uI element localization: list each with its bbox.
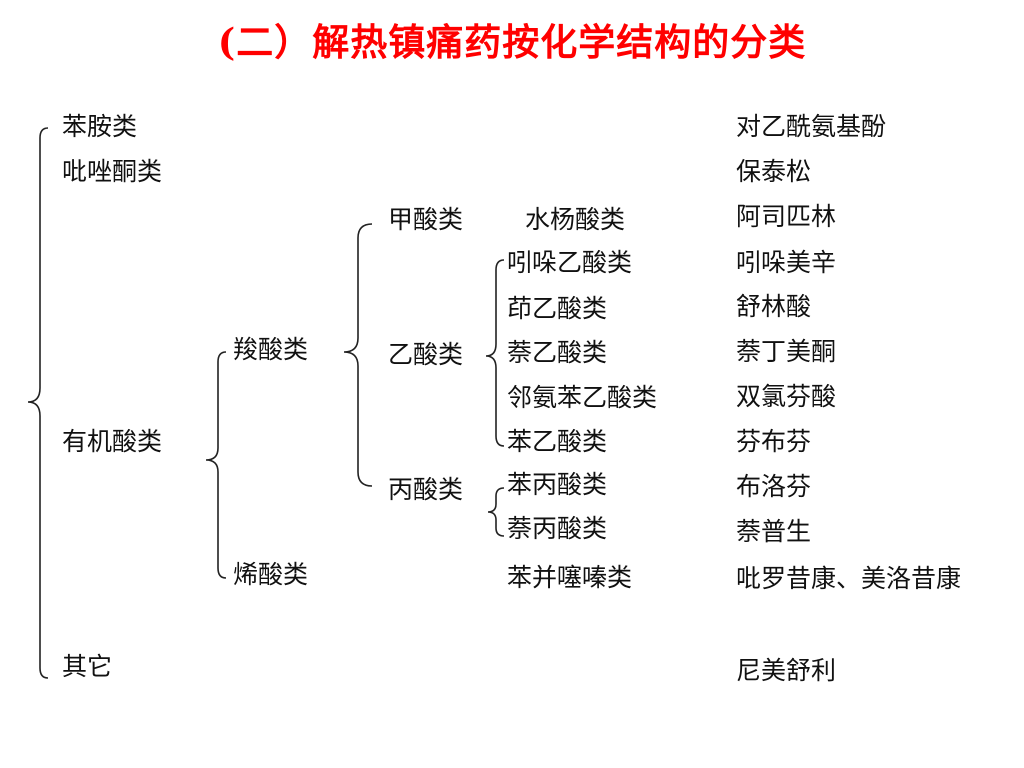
- drug-naproxen: 萘普生: [736, 517, 812, 546]
- drug-ibuprofen: 布洛芬: [736, 472, 812, 501]
- brace-propionic: [487, 487, 505, 537]
- drug-diclofenac: 双氯芬酸: [736, 382, 837, 411]
- drug-indomethacin: 吲哚美辛: [736, 248, 837, 277]
- class-organic-acid: 有机酸类: [62, 427, 163, 456]
- class-naphthylpropionic: 萘丙酸类: [507, 514, 608, 543]
- class-benzothiazine: 苯并噻嗪类: [507, 563, 633, 592]
- class-formic: 甲酸类: [388, 205, 464, 234]
- drug-nabumetone: 萘丁美酮: [736, 337, 837, 366]
- class-carboxylic: 羧酸类: [233, 335, 309, 364]
- class-naphthyl-acetic: 萘乙酸类: [507, 338, 608, 367]
- drug-aspirin: 阿司匹林: [736, 202, 837, 231]
- brace-organic-acid: [205, 351, 227, 579]
- class-anthranilic-acetic: 邻氨苯乙酸类: [507, 383, 658, 412]
- drug-nimesulide: 尼美舒利: [736, 656, 837, 685]
- class-acetic: 乙酸类: [388, 340, 464, 369]
- class-other: 其它: [62, 652, 113, 681]
- class-salicylic: 水杨酸类: [525, 205, 626, 234]
- class-pyrazolone: 吡唑酮类: [62, 157, 163, 186]
- class-indole-acetic: 吲哚乙酸类: [507, 248, 633, 277]
- drug-phenylbutazone: 保泰松: [736, 157, 812, 186]
- brace-main: [27, 127, 49, 679]
- class-aniline: 苯胺类: [62, 112, 138, 141]
- drug-paracetamol: 对乙酰氨基酚: [736, 112, 887, 141]
- brace-carboxylic: [343, 223, 373, 487]
- drug-oxicams: 吡罗昔康、美洛昔康: [736, 564, 962, 593]
- brace-acetic: [485, 259, 505, 447]
- class-indene-acetic: 茚乙酸类: [507, 294, 608, 323]
- drug-fenbufen: 芬布芬: [736, 427, 812, 456]
- class-enolic: 烯酸类: [233, 560, 309, 589]
- class-phenylpropionic: 苯丙酸类: [507, 470, 608, 499]
- class-phenylacetic: 苯乙酸类: [507, 427, 608, 456]
- drug-sulindac: 舒林酸: [736, 292, 812, 321]
- class-propionic: 丙酸类: [388, 475, 464, 504]
- page-title: (二）解热镇痛药按化学结构的分类: [217, 20, 807, 64]
